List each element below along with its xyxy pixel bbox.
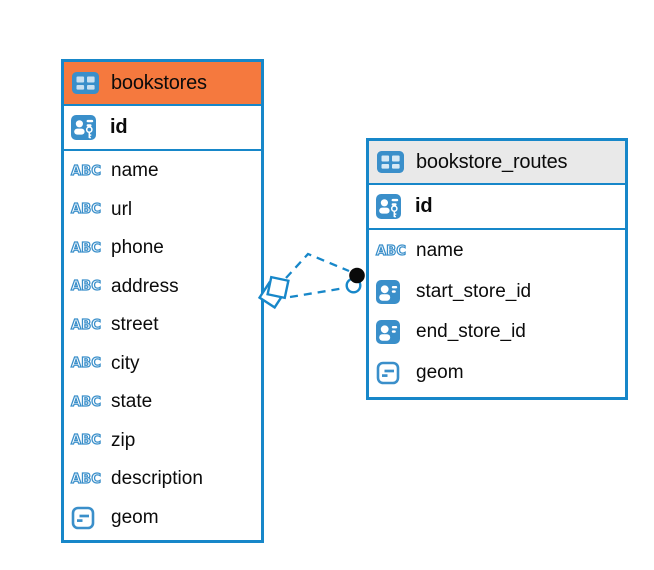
table-bookstore-routes-header[interactable]: bookstore_routes [369, 141, 625, 185]
column-row[interactable]: ABC state [64, 383, 261, 422]
reference-person-icon [376, 320, 406, 345]
geometry-type-icon [71, 506, 101, 530]
column-name: geom [416, 361, 464, 383]
column-row[interactable]: ABC phone [64, 229, 261, 268]
pk-column-name: id [415, 195, 433, 217]
column-name: zip [111, 429, 136, 451]
column-name: name [416, 240, 464, 262]
text-type-icon: ABC [70, 317, 102, 333]
column-name: name [111, 160, 159, 182]
column-name: start_store_id [416, 280, 532, 302]
column-row[interactable]: geom [64, 499, 261, 538]
column-row[interactable]: end_store_id [369, 312, 625, 353]
column-name: state [111, 391, 153, 413]
table-title: bookstore_routes [416, 150, 568, 173]
column-name: description [111, 468, 203, 490]
pk-row[interactable]: id [369, 185, 625, 230]
table-title: bookstores [111, 71, 207, 94]
primary-key-person-icon [71, 115, 101, 140]
text-type-icon: ABC [70, 471, 102, 487]
table-bookstore-routes[interactable]: bookstore_routes id ABC [366, 138, 628, 400]
pk-column-name: id [110, 116, 128, 138]
column-list: ABC name ABC url ABC phone ABC address A… [64, 151, 261, 537]
column-row[interactable]: geom [369, 353, 625, 394]
column-name: address [111, 275, 179, 297]
table-grid-icon [377, 151, 407, 173]
column-row[interactable]: ABC zip [64, 422, 261, 461]
table-grid-icon [72, 72, 102, 94]
text-type-icon: ABC [70, 356, 102, 372]
text-type-icon: ABC [375, 243, 407, 259]
column-list: ABC name start_store_id [369, 230, 625, 393]
column-name: end_store_id [416, 321, 526, 343]
column-row[interactable]: ABC name [64, 152, 261, 191]
text-type-icon: ABC [70, 433, 102, 449]
text-type-icon: ABC [70, 279, 102, 295]
text-type-icon: ABC [70, 394, 102, 410]
column-name: street [111, 314, 159, 336]
table-bookstores-header[interactable]: bookstores [64, 62, 261, 106]
relationship-diamond-marker-front[interactable] [266, 275, 290, 300]
pk-row[interactable]: id [64, 106, 261, 151]
column-row[interactable]: start_store_id [369, 272, 625, 313]
column-name: url [111, 198, 133, 220]
geometry-type-icon [376, 361, 406, 385]
column-row[interactable]: ABC city [64, 345, 261, 384]
text-type-icon: ABC [70, 240, 102, 256]
text-type-icon: ABC [70, 202, 102, 218]
relationship-dot-marker[interactable] [349, 267, 365, 284]
column-row[interactable]: ABC description [64, 460, 261, 499]
relationship-line-upper[interactable] [285, 252, 350, 279]
column-name: geom [111, 506, 159, 528]
column-row[interactable]: ABC address [64, 268, 261, 307]
column-row[interactable]: ABC name [369, 231, 625, 272]
column-row[interactable]: ABC url [64, 191, 261, 230]
table-bookstores[interactable]: bookstores id ABC [61, 59, 264, 543]
relationship-dot-marker-ring[interactable] [345, 277, 362, 294]
primary-key-person-icon [376, 194, 406, 219]
column-name: phone [111, 237, 164, 259]
column-row[interactable]: ABC street [64, 306, 261, 345]
text-type-icon: ABC [70, 163, 102, 179]
reference-person-icon [376, 279, 406, 304]
relationship-line-lower[interactable] [289, 286, 346, 299]
column-name: city [111, 352, 140, 374]
